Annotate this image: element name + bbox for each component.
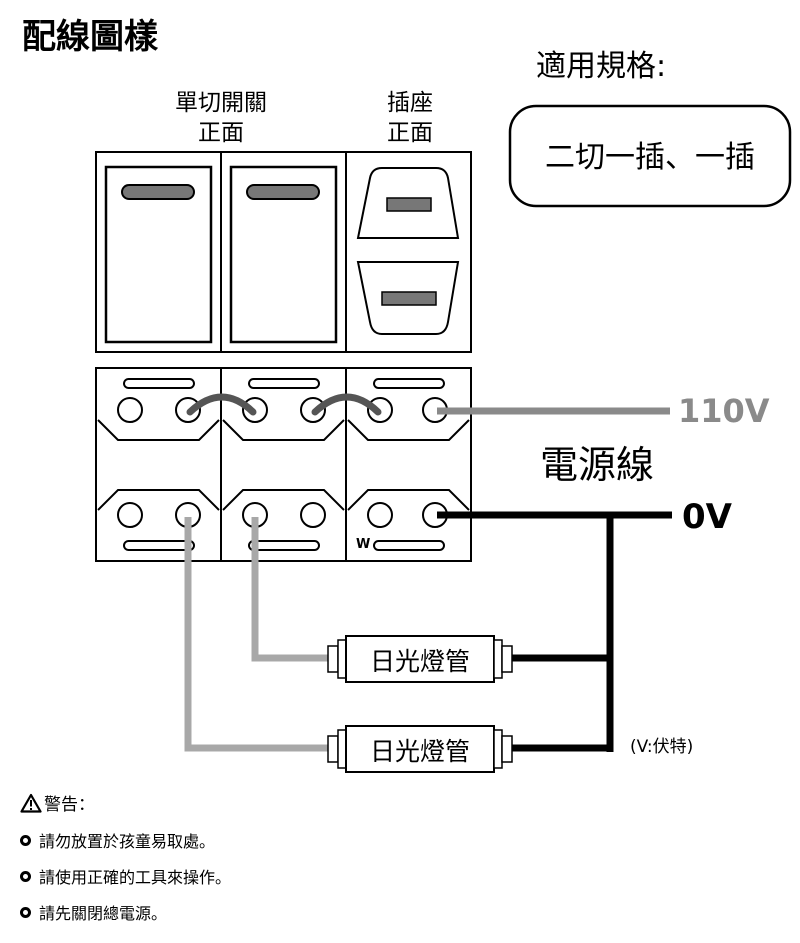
bullet-icon	[20, 834, 31, 846]
warning-title: 警告：	[44, 795, 95, 815]
spec-heading: 適用規格:	[536, 49, 666, 84]
warning-text: 請勿放置於孩童易取處。	[39, 832, 216, 851]
socket-label: 插座	[387, 90, 433, 116]
terminal-screw	[367, 502, 393, 528]
warning-item: 請勿放置於孩童易取處。	[20, 829, 231, 851]
lamp-label: 日光燈管	[370, 647, 470, 676]
terminal-screw	[300, 502, 326, 528]
fluorescent-lamp-1: 日光燈管	[327, 635, 513, 683]
terminal-screw	[117, 397, 143, 423]
jumper-wire-1	[186, 393, 257, 416]
warning-title-row: 警告：	[20, 790, 231, 815]
neutral-wire	[437, 511, 672, 752]
switch-rocker-1	[104, 165, 213, 344]
back-plate: W	[95, 367, 472, 562]
spec-box	[508, 104, 792, 208]
fluorescent-lamp-2: 日光燈管	[327, 725, 513, 773]
socket-label-front: 正面	[387, 120, 433, 146]
switch-label: 單切開關	[175, 90, 267, 116]
switch-leg-wire-1	[251, 517, 330, 662]
switch-leg-wire-2	[184, 517, 330, 752]
voltage-110-label: 110V	[678, 392, 770, 430]
warning-item: 請使用正確的工具來操作。	[20, 865, 231, 887]
voltage-0-label: 0V	[682, 497, 733, 537]
socket-outlet-top	[356, 167, 460, 239]
terminal-w-label: W	[356, 537, 370, 552]
warning-item: 請先關閉總電源。	[20, 901, 231, 923]
socket-outlet-bottom	[356, 261, 460, 335]
jumper-wire-2	[311, 393, 382, 416]
warning-text: 請先關閉總電源。	[39, 904, 168, 923]
page-title: 配線圖樣	[22, 17, 159, 57]
spec-value: 二切一插、一插	[545, 140, 755, 175]
warning-text: 請使用正確的工具來操作。	[39, 868, 232, 887]
bullet-icon	[20, 906, 31, 918]
power-line-label: 電源線	[540, 443, 654, 487]
volt-note: (V:伏特)	[630, 737, 693, 757]
warning-icon	[20, 793, 42, 813]
terminal-screw	[117, 502, 143, 528]
warning-section: 警告： 請勿放置於孩童易取處。 請使用正確的工具來操作。 請先關閉總電源。	[20, 790, 231, 923]
front-plate	[95, 151, 472, 353]
switch-rocker-2	[229, 165, 338, 344]
bullet-icon	[20, 870, 31, 882]
lamp-label: 日光燈管	[370, 737, 470, 766]
switch-label-front: 正面	[198, 120, 244, 146]
